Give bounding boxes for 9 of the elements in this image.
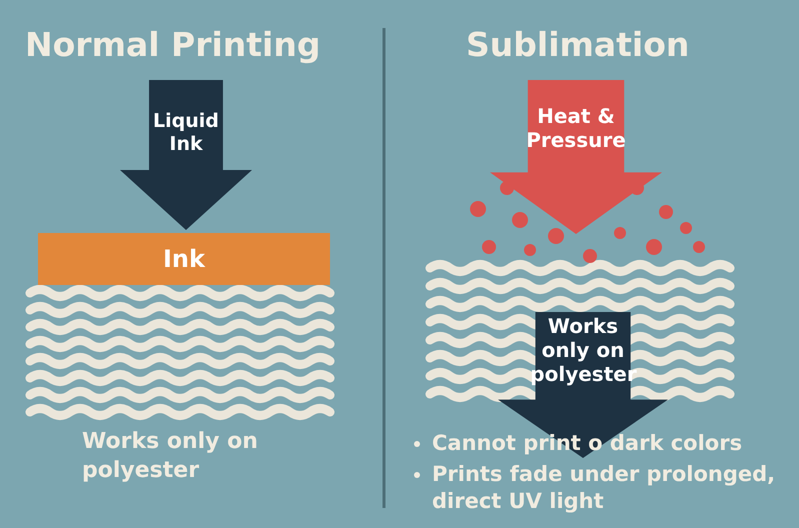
layer-label: Ink — [162, 245, 206, 274]
section-heading: Normal Printing — [25, 25, 320, 64]
note-text: Works only on polyester — [82, 428, 259, 485]
down-arrow — [120, 80, 252, 230]
bullet-item: Prints fade under prolonged, direct UV light — [412, 461, 792, 516]
down-arrow — [490, 80, 662, 234]
ink-layer-bar — [38, 233, 330, 285]
arrow-label: Liquid Ink — [152, 110, 220, 156]
section-heading: Sublimation — [466, 25, 690, 64]
